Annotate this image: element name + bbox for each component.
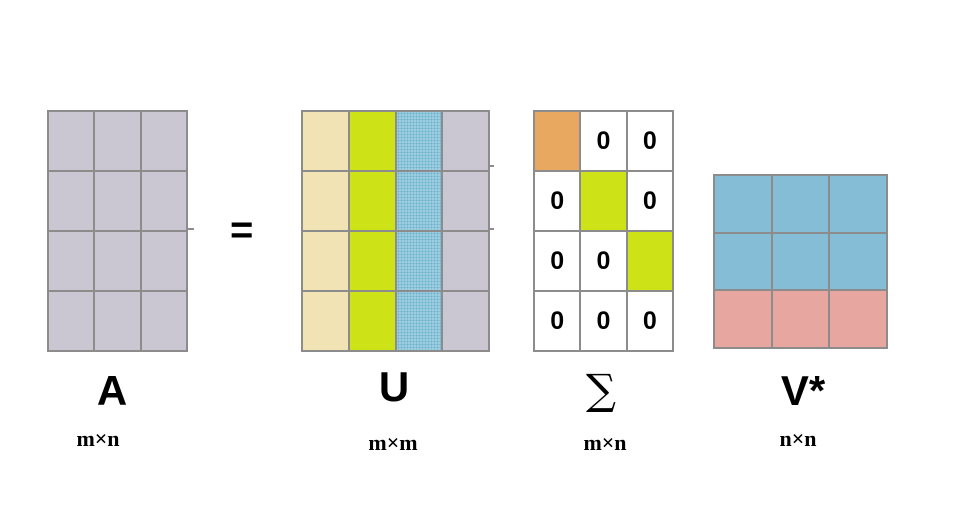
matrix-sigma-cell (627, 232, 672, 290)
matrix-u-cell (443, 232, 488, 290)
matrix-a-cell (49, 112, 94, 170)
matrix-sigma-cell: 0 (535, 172, 580, 230)
matrix-v-cell (830, 233, 886, 290)
matrix-sigma-cell: 0 (581, 232, 626, 290)
matrix-sigma-label: ∑ (586, 365, 616, 414)
matrix-a-cell (141, 112, 186, 170)
matrix-v-label: V* (780, 367, 826, 414)
matrix-v-dims: n×n (779, 426, 817, 451)
matrix-sigma-cell: 0 (581, 292, 626, 350)
matrix-a-cell (141, 172, 186, 230)
matrix-sigma-cell: 0 (627, 112, 672, 170)
matrix-v-cell (715, 233, 771, 290)
matrix-a-cell (95, 232, 140, 290)
matrix-sigma-cell: 0 (535, 232, 580, 290)
matrix-v-cell (772, 233, 829, 290)
matrix-a-label: A (96, 367, 128, 414)
matrix-u-cell (443, 172, 488, 230)
matrix-a-cell (141, 232, 186, 290)
matrix-v-cell (772, 176, 829, 232)
matrix-u-cell (443, 292, 488, 350)
equals-sign: = (230, 208, 254, 252)
matrix-u-label: U (378, 363, 410, 410)
matrix-sigma-cell (581, 172, 626, 230)
matrix-u-grid-extension (488, 165, 494, 167)
matrix-u-grid-extension (488, 228, 494, 230)
matrix-v-cell (715, 291, 771, 347)
matrix-u-cell (396, 172, 442, 230)
matrix-sigma-dims: m×n (583, 430, 627, 455)
matrix-u-cell (303, 292, 348, 350)
matrix-u-cell (303, 172, 348, 230)
matrix-u-cell (443, 112, 488, 170)
matrix-u-cell (349, 112, 395, 170)
matrix-a-cell (49, 292, 94, 350)
matrix-sigma-cell: 0 (627, 172, 672, 230)
matrix-sigma-cell: 0 (581, 112, 626, 170)
matrix-u-cell (303, 112, 348, 170)
matrix-v-cell (772, 291, 829, 347)
matrix-u-cell (396, 232, 442, 290)
matrix-u-cell (396, 112, 442, 170)
matrix-v-cell (830, 176, 886, 232)
matrix-u-cell (396, 292, 442, 350)
matrix-a-cell (49, 172, 94, 230)
matrix-a-cell (141, 292, 186, 350)
matrix-u-dims: m×m (368, 430, 418, 455)
matrix-v-cell (715, 176, 771, 232)
matrix-a-cell (49, 232, 94, 290)
matrix-u-cell (349, 232, 395, 290)
matrix-u (301, 110, 490, 352)
matrix-sigma-cell (535, 112, 580, 170)
matrix-a-cell (95, 172, 140, 230)
matrix-sigma-cell: 0 (535, 292, 580, 350)
matrix-v (713, 174, 888, 349)
matrix-a-dims: m×n (76, 426, 120, 451)
matrix-sigma-cell: 0 (627, 292, 672, 350)
matrix-v-cell (830, 291, 886, 347)
matrix-a (47, 110, 188, 352)
matrix-a-grid-extension (186, 228, 194, 230)
matrix-u-cell (303, 232, 348, 290)
matrix-u-cell (349, 292, 395, 350)
matrix-u-cell (349, 172, 395, 230)
matrix-a-cell (95, 112, 140, 170)
matrix-a-cell (95, 292, 140, 350)
